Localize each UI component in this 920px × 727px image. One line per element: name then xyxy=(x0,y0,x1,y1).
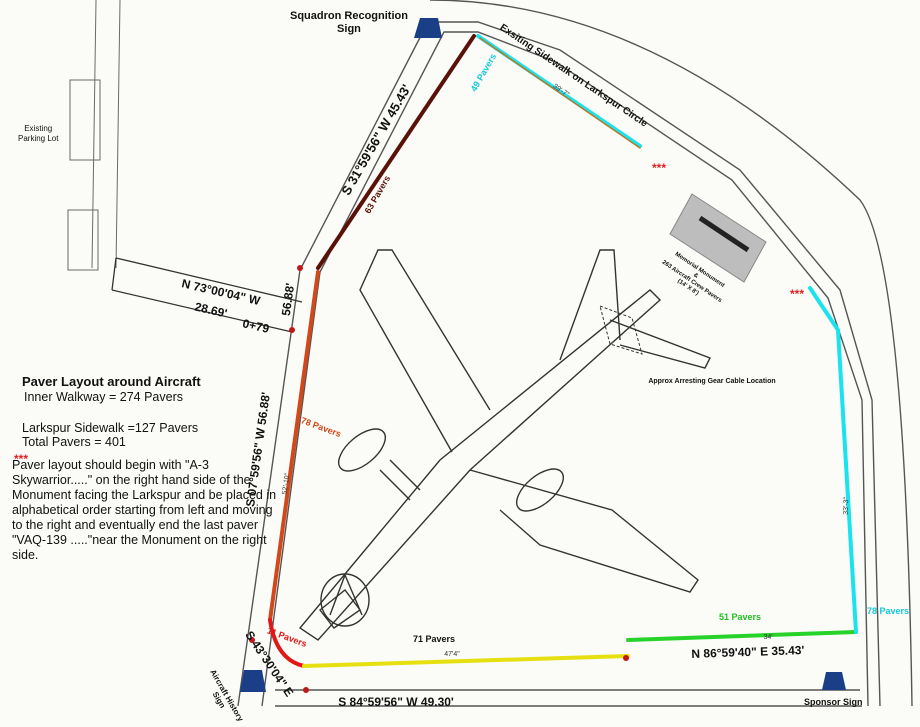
walkway-station: 0+79 xyxy=(241,316,271,336)
parking-lot-label: Existing Parking Lot xyxy=(18,124,59,143)
segment-top-orange-strip xyxy=(479,37,641,149)
layout-total: Total Pavers = 401 xyxy=(22,435,126,449)
segment-yellow xyxy=(302,654,630,668)
layout-stars: *** xyxy=(14,452,29,466)
pavers-west: 78 Pavers xyxy=(300,415,343,439)
arresting-gear-label: Approx Arresting Gear Cable Location xyxy=(648,378,775,385)
pavers-top: 49 Pavers xyxy=(469,52,499,93)
survey-markers xyxy=(249,265,629,693)
dim-west: 52'-10" xyxy=(282,472,292,495)
squadron-sign-icon xyxy=(414,18,442,38)
star-marker-right: *** xyxy=(790,287,804,301)
paver-segments xyxy=(268,34,858,668)
outer-sidewalk xyxy=(237,0,913,707)
parking-lot-outline xyxy=(67,0,121,271)
sponsor-sign-icon xyxy=(822,672,846,690)
dim-south: 47'4" xyxy=(444,651,460,658)
pavers-south-east: 51 Pavers xyxy=(719,612,761,622)
aircraft-drawing xyxy=(298,249,711,641)
dim-east: 33'-3" xyxy=(843,496,851,515)
memorial-monument xyxy=(669,193,767,283)
aircraft-history-sign-icon xyxy=(240,670,266,692)
pavers-south: 71 Pavers xyxy=(413,634,455,644)
layout-inner-walkway: Inner Walkway = 274 Pavers xyxy=(24,390,183,404)
existing-sidewalk-label: Exsiting Sidewalk on Larkspur Circle xyxy=(498,22,650,130)
segment-brown xyxy=(316,34,476,270)
segment-cyan-east xyxy=(808,286,858,634)
walkway-distance: 28.69' xyxy=(193,300,228,321)
arresting-gear-marker xyxy=(599,305,643,355)
bearing-south-outer: S 84°59'56" W 49.30' xyxy=(338,695,454,709)
bearing-south-inner: N 86°59'40" E 35.43' xyxy=(691,643,805,661)
squadron-sign-label: Squadron Recognition Sign xyxy=(290,10,408,35)
dim-south-small: 34' xyxy=(763,634,772,641)
bearing-walkway: N 73°00'04" W xyxy=(180,276,262,308)
layout-larkspur: Larkspur Sidewalk =127 Pavers xyxy=(22,421,199,435)
layout-title: Paver Layout around Aircraft xyxy=(22,374,201,389)
segment-green xyxy=(626,630,858,642)
bearing-west-upper: 56.88' xyxy=(279,282,297,317)
star-marker-top: *** xyxy=(652,161,666,175)
segment-orange xyxy=(268,270,320,622)
layout-note: Paver layout should begin with "A-3 Skyw… xyxy=(12,458,277,562)
segment-red xyxy=(268,618,306,668)
entry-walkway xyxy=(111,257,303,333)
sponsor-sign-label: Sponsor Sign xyxy=(804,697,863,707)
pavers-east: 78 Pavers xyxy=(867,606,909,616)
